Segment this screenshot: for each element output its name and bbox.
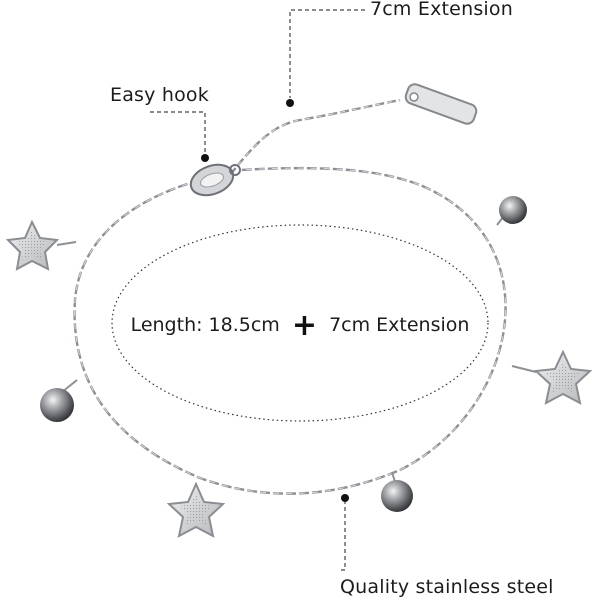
extension-callout: 7cm Extension xyxy=(370,0,513,20)
hook-callout: Easy hook xyxy=(110,84,209,106)
ball-charm-right-top xyxy=(496,196,527,226)
star-charm-right xyxy=(511,349,593,405)
length-spec: Length: 18.5cm + 7cm Extension xyxy=(100,308,500,343)
ball-charm-bottom xyxy=(381,471,413,512)
length-text: Length: 18.5cm xyxy=(130,314,280,336)
extension-tag xyxy=(404,83,478,125)
extension-chain xyxy=(229,98,401,176)
star-charm-bottom xyxy=(166,481,226,538)
lobster-clasp xyxy=(189,163,241,197)
leader-lines xyxy=(150,9,365,571)
leader-dots xyxy=(201,99,349,502)
steel-callout: Quality stainless steel xyxy=(340,576,554,598)
star-charm-left xyxy=(5,219,77,271)
dotted-oval xyxy=(111,224,489,422)
extension-text: 7cm Extension xyxy=(329,314,470,336)
plus-sign: + xyxy=(291,308,318,343)
ball-charm-left xyxy=(40,379,78,422)
